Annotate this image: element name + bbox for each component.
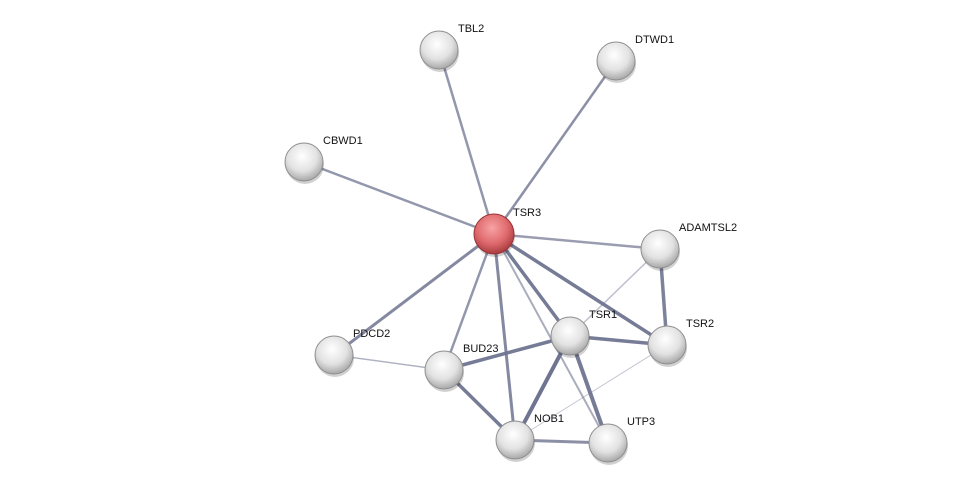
node-sphere[interactable] — [495, 420, 535, 460]
node-sphere[interactable] — [473, 213, 515, 255]
edge-tsr3-cbwd1[interactable] — [303, 160, 495, 236]
edge-nob1-tsr2[interactable] — [514, 344, 668, 441]
node-label: CBWD1 — [323, 135, 363, 147]
node-sphere[interactable] — [314, 335, 354, 375]
node-label: UTP3 — [627, 416, 655, 428]
node-label: NOB1 — [534, 413, 564, 425]
node-adamtsl2[interactable]: ADAMTSL2 — [640, 222, 737, 271]
edge-adamtsl2-tsr1[interactable] — [569, 248, 661, 337]
edge-tsr1-nob1[interactable] — [513, 335, 572, 441]
node-label: DTWD1 — [635, 34, 674, 46]
node-sphere[interactable] — [419, 30, 459, 70]
node-sphere[interactable] — [550, 316, 590, 356]
node-tsr3[interactable]: TSR3 — [473, 207, 541, 257]
node-tsr2[interactable]: TSR2 — [647, 318, 714, 367]
node-tsr1[interactable]: TSR1 — [550, 309, 617, 358]
node-sphere[interactable] — [588, 423, 628, 463]
node-pdcd2[interactable]: PDCD2 — [314, 328, 390, 377]
node-label: TSR2 — [686, 318, 714, 330]
edge-tsr3-tbl2[interactable] — [437, 49, 496, 235]
edge-tsr3-pdcd2[interactable] — [333, 232, 495, 357]
node-tbl2[interactable]: TBL2 — [419, 23, 484, 72]
node-label: TSR1 — [589, 309, 617, 321]
node-dtwd1[interactable]: DTWD1 — [596, 34, 674, 83]
node-nob1[interactable]: NOB1 — [495, 413, 564, 462]
node-sphere[interactable] — [284, 142, 324, 182]
edge-tsr3-adamtsl2[interactable] — [493, 232, 661, 251]
node-sphere[interactable] — [596, 41, 636, 81]
node-label: TSR3 — [513, 207, 541, 219]
node-sphere[interactable] — [640, 229, 680, 269]
node-bud23[interactable]: BUD23 — [424, 343, 498, 392]
node-utp3[interactable]: UTP3 — [588, 416, 655, 465]
node-sphere[interactable] — [424, 350, 464, 390]
edge-tsr3-tsr1[interactable] — [492, 232, 572, 338]
node-sphere[interactable] — [647, 325, 687, 365]
edge-tsr3-nob1[interactable] — [492, 233, 517, 441]
node-label: TBL2 — [458, 23, 484, 35]
node-label: PDCD2 — [353, 328, 390, 340]
edge-tsr3-dtwd1[interactable] — [492, 60, 618, 235]
node-label: ADAMTSL2 — [679, 222, 737, 234]
edge-tsr3-tsr2[interactable] — [493, 232, 668, 347]
node-cbwd1[interactable]: CBWD1 — [284, 135, 363, 184]
edge-tsr1-bud23[interactable] — [443, 334, 571, 372]
node-label: BUD23 — [463, 343, 498, 355]
edge-tsr3-bud23[interactable] — [442, 233, 496, 371]
